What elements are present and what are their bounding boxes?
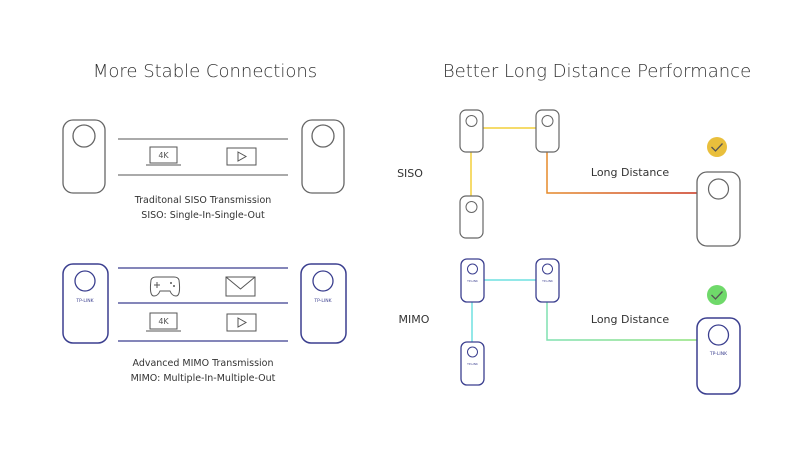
siso-4k-label: 4K [158, 151, 169, 160]
siso-right-adapter [301, 119, 345, 194]
gamepad-icon [149, 276, 181, 297]
mimo-caption-line1: Advanced MIMO Transmission [132, 358, 273, 369]
mimo-distance-label: Long Distance [591, 313, 669, 326]
tv-4k-icon: 4K [146, 146, 181, 166]
siso-node-3 [459, 195, 484, 239]
mimo-node-3: TP-LINK [460, 341, 485, 386]
siso-caption-line1: Traditonal SISO Transmission [134, 195, 272, 206]
tv-4k-icon-mimo: 4K [146, 312, 181, 332]
play-icon-mimo [226, 313, 257, 332]
siso-distance-label: Long Distance [591, 166, 669, 179]
mimo-right-adapter: TP-LINK [300, 263, 347, 344]
mimo-right-brand: TP-LINK [313, 298, 332, 304]
mimo-caption-line2: MIMO: Multiple-In-Multiple-Out [131, 373, 276, 384]
siso-left-adapter [62, 119, 106, 194]
mimo-node-1: TP-LINK [460, 258, 485, 303]
mimo-node-2-brand: TP-LINK [541, 279, 553, 283]
siso-node-2 [535, 109, 560, 153]
play-icon [226, 147, 257, 166]
mimo-node-far: TP-LINK [696, 317, 741, 395]
siso-node-far [696, 171, 741, 247]
mimo-4k-label: 4K [158, 317, 169, 326]
mimo-node-3-brand: TP-LINK [466, 362, 478, 366]
mimo-left-brand: TP-LINK [75, 298, 94, 304]
mimo-far-brand: TP-LINK [709, 351, 728, 357]
right-title: Better Long Distance Performance [443, 61, 751, 82]
mimo-node-2: TP-LINK [535, 258, 560, 303]
mimo-left-adapter: TP-LINK [62, 263, 109, 344]
siso-label: SISO [397, 167, 423, 180]
mimo-long-link [546, 302, 697, 341]
checkmark-icon [707, 137, 727, 157]
siso-caption-line2: SISO: Single-In-Single-Out [141, 210, 265, 221]
mimo-label: MIMO [399, 313, 430, 326]
siso-long-link [546, 152, 697, 194]
mail-icon [225, 276, 256, 297]
siso-node-1 [459, 109, 484, 153]
checkmark-icon [707, 285, 727, 305]
left-title: More Stable Connections [93, 61, 317, 82]
mimo-node-1-brand: TP-LINK [466, 279, 478, 283]
